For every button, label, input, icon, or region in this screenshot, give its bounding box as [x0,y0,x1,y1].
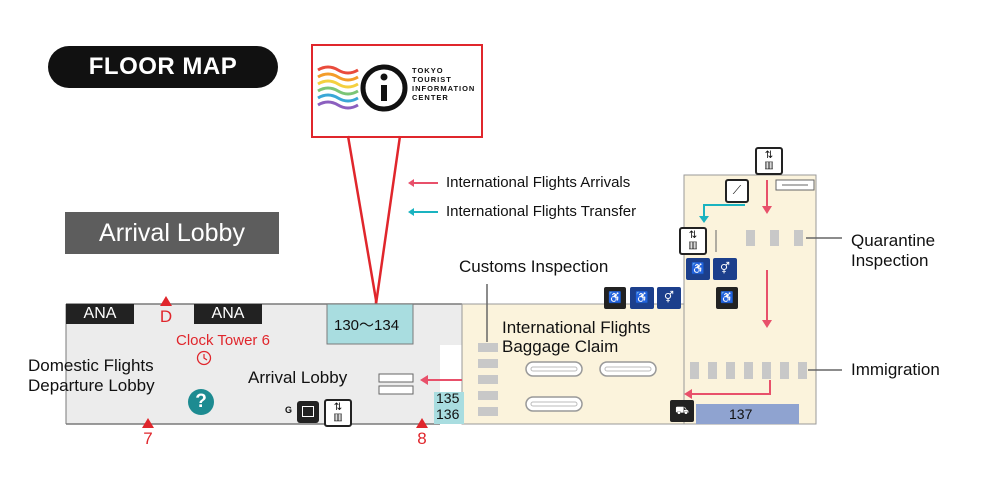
floor-map-title: FLOOR MAP [48,46,278,88]
information-icon [188,389,214,415]
quarantine-label-1: Quarantine [851,231,936,250]
information-mark: ? [195,391,207,412]
baggage-cart-icon: ⛟ [670,400,694,422]
gate-marker-icon [160,296,172,306]
arrival-lobby-tag: Arrival Lobby [65,212,279,254]
restroom-icon: ⚥ [713,258,737,280]
gate-marker-icon [416,418,428,428]
area-137-label: 137 [729,406,753,422]
gate-d: D [156,296,176,327]
tourist-info-logo [317,65,359,110]
elevator-icon: ⇅▥ [679,227,707,255]
tourist-info-name: TOKYO TOURIST INFORMATION CENTER [412,66,476,102]
customs-label: Customs Inspection [459,257,609,276]
ana-counter-left: ANA [66,304,134,324]
quarantine-label-2: Inspection [851,251,929,270]
restroom-icon: ⚥ [657,287,681,309]
legend-transfer: International Flights Transfer [446,203,637,220]
baggage-carousel [525,361,583,377]
immigration-label: Immigration [851,360,940,379]
accessible-icon: ♿ [630,287,654,309]
door-135-label: 135 [436,390,460,406]
clock-icon [196,350,212,366]
locker-g-label: G [285,405,293,415]
accessible-icon: ♿ [686,258,710,280]
nursing-room-icon: ♿ [604,287,626,309]
baggage-label-1: International Flights [502,318,651,337]
coin-locker-icon [297,401,319,423]
domestic-label-1: Domestic Flights [28,356,154,375]
legend-arrivals: International Flights Arrivals [446,174,631,191]
escalator-icon: ⟋ [725,179,749,203]
clock-tower-label: Clock Tower 6 [176,332,270,349]
baggage-carousel [599,361,657,377]
elevator-icon: ⇅▥ [755,147,783,175]
baggage-label-2: Baggage Claim [502,337,619,356]
gate-7: 7 [138,418,158,449]
baggage-carousel [525,396,583,412]
door-136-label: 136 [436,406,460,422]
gate-marker-icon [142,418,154,428]
arrival-lobby-label: Arrival Lobby [248,368,348,387]
area-130-134-label: 130～134 [334,317,400,334]
domestic-label-2: Departure Lobby [28,376,155,395]
ana-counter-right: ANA [194,304,262,324]
elevator-icon: ⇅▥ [324,399,352,427]
nursing-room-icon: ♿ [716,287,738,309]
gate-8: 8 [412,418,432,449]
